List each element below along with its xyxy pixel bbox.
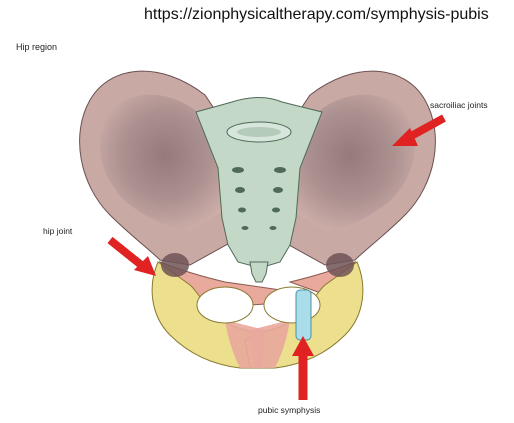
label-hip-joint: hip joint	[43, 226, 72, 236]
coccyx	[250, 262, 268, 282]
pubic-symphysis-disc	[296, 290, 311, 340]
label-sacroiliac-joints: sacroiliac joints	[430, 100, 514, 110]
left-acetabulum	[161, 253, 189, 277]
left-obturator-foramen	[197, 287, 253, 323]
right-obturator-foramen	[264, 287, 320, 323]
label-pubic-symphysis: pubic symphysis	[258, 405, 320, 415]
right-acetabulum	[326, 253, 354, 277]
